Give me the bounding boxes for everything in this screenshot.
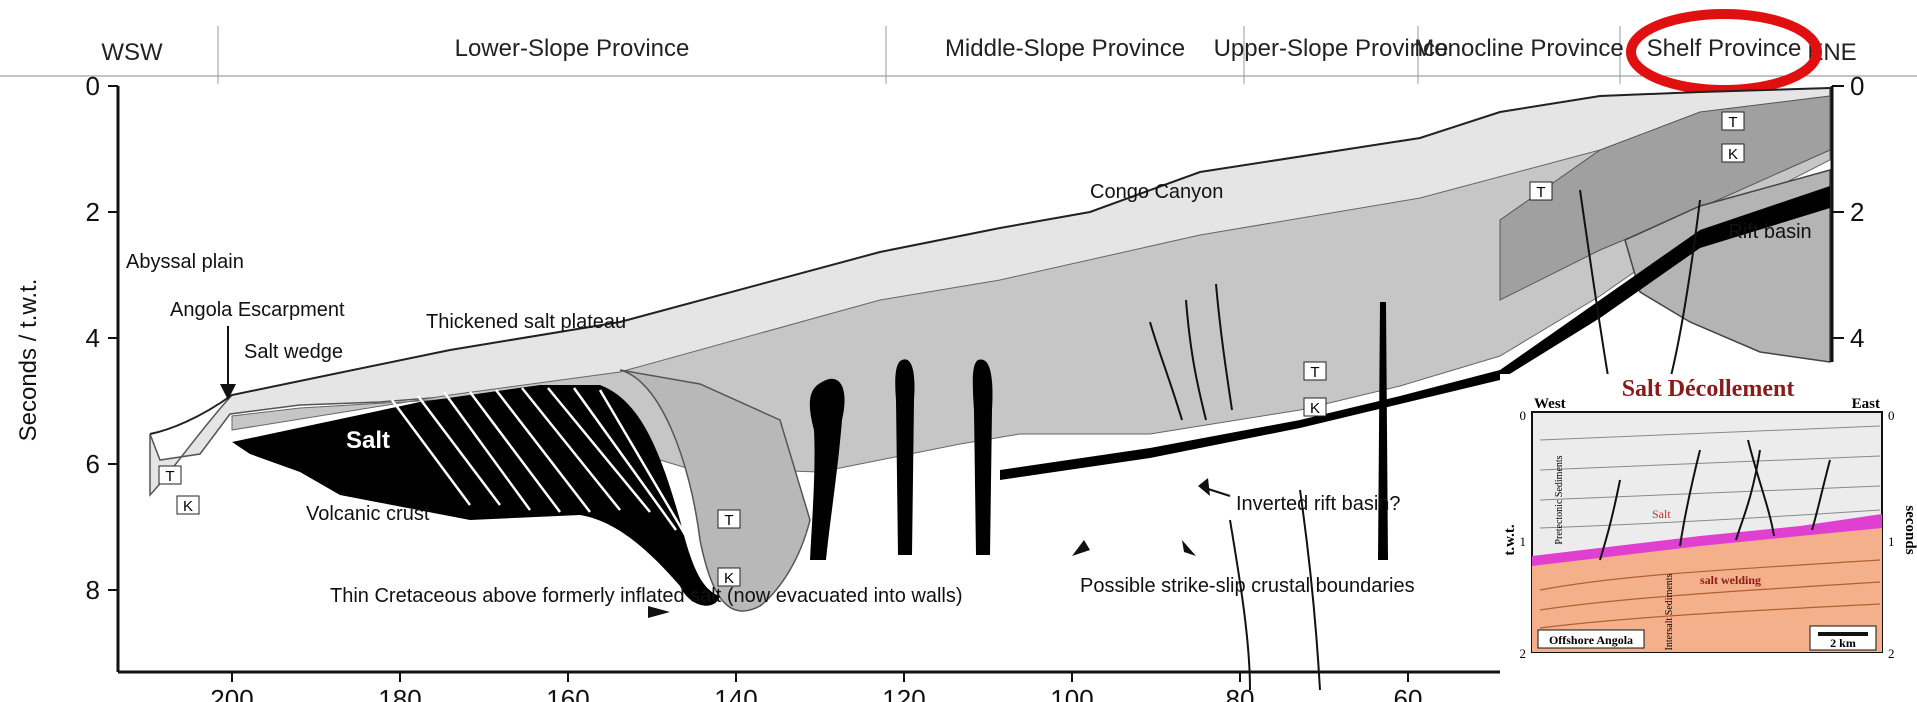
province-header: WSW ENE Lower-Slope Province Middle-Slop… <box>0 9 1917 95</box>
label-thickened-salt-plateau: Thickened salt plateau <box>426 311 626 333</box>
inset-left-axis: t.w.t. <box>1502 524 1518 555</box>
inset-offshore-label: Offshore Angola <box>1549 633 1633 647</box>
label-congo-canyon: Congo Canyon <box>1090 181 1223 203</box>
inset-salt-welding: salt welding <box>1700 573 1761 587</box>
inset-pretectonic: Pretectonic Sediments <box>1554 455 1565 544</box>
inset-right-tick-0: 0 <box>1888 408 1895 423</box>
cross-section <box>149 87 1831 691</box>
x-tick-160: 160 <box>546 684 589 702</box>
label-salt: Salt <box>346 427 390 454</box>
province-monocline: Monocline Province <box>1414 35 1623 62</box>
marker-t-2: T <box>724 512 733 529</box>
label-thin-cretaceous: Thin Cretaceous above formerly inflated … <box>330 585 963 607</box>
inset-right-tick-1: 1 <box>1888 534 1895 549</box>
y-tick-8: 8 <box>86 575 100 605</box>
right-tick-0: 0 <box>1850 71 1864 101</box>
province-lower-slope: Lower-Slope Province <box>455 35 690 62</box>
direction-wsw: WSW <box>101 39 163 66</box>
inset-tick-0: 0 <box>1520 408 1527 423</box>
right-tick-4: 4 <box>1850 323 1864 353</box>
marker-t-1: T <box>165 468 174 485</box>
label-strike-slip: Possible strike-slip crustal boundaries <box>1080 575 1415 597</box>
y-tick-0: 0 <box>86 71 100 101</box>
y-tick-2: 2 <box>86 197 100 227</box>
marker-k-5: K <box>1728 146 1738 163</box>
y-tick-4: 4 <box>86 323 100 353</box>
inset-intersalt: Intersalt Sediments <box>1664 573 1675 650</box>
marker-t-4: T <box>1536 184 1545 201</box>
label-inverted-rift: Inverted rift basin? <box>1236 493 1401 515</box>
label-angola-escarpment: Angola Escarpment <box>170 299 345 321</box>
label-volcanic-crust: Volcanic crust <box>306 503 430 525</box>
x-tick-100: 100 <box>1050 684 1093 702</box>
salt-decollement-inset: Salt Décollement West East t.w.t. second… <box>1500 374 1917 702</box>
marker-k-2: K <box>724 570 734 587</box>
inset-west: West <box>1534 396 1566 412</box>
inset-scale-bar: 2 km <box>1830 636 1856 650</box>
label-abyssal-plain: Abyssal plain <box>126 251 244 273</box>
inset-right-tick-2: 2 <box>1888 646 1895 661</box>
y-tick-6: 6 <box>86 449 100 479</box>
x-tick-60: 60 <box>1394 684 1423 702</box>
inset-tick-1: 1 <box>1520 534 1527 549</box>
inset-title: Salt Décollement <box>1622 376 1795 402</box>
marker-k-3: K <box>1310 400 1320 417</box>
marker-k-1: K <box>183 498 193 515</box>
annotations: Abyssal plain Angola Escarpment Salt wed… <box>126 111 1812 618</box>
x-tick-80: 80 <box>1226 684 1255 702</box>
inset-tick-2: 2 <box>1520 646 1527 661</box>
right-tick-2: 2 <box>1850 197 1864 227</box>
inset-right-axis: seconds <box>1902 505 1917 554</box>
inset-east: East <box>1852 396 1880 412</box>
highlight-circle <box>1626 9 1822 95</box>
province-middle-slope: Middle-Slope Province <box>945 35 1185 62</box>
label-salt-wedge: Salt wedge <box>244 341 343 363</box>
x-tick-200: 200 <box>210 684 253 702</box>
x-tick-140: 140 <box>714 684 757 702</box>
province-upper-slope: Upper-Slope Province <box>1214 35 1449 62</box>
marker-t-5: T <box>1728 114 1737 131</box>
axes: 0 2 4 6 8 0 2 4 Seconds / t.w.t. 200 180… <box>15 71 1864 702</box>
x-tick-180: 180 <box>378 684 421 702</box>
province-shelf: Shelf Province <box>1647 35 1802 62</box>
marker-t-3: T <box>1310 364 1319 381</box>
inset-salt-label: Salt <box>1652 507 1671 521</box>
label-rift-basin: Rift basin <box>1728 221 1811 243</box>
x-tick-120: 120 <box>882 684 925 702</box>
y-axis-label: Seconds / t.w.t. <box>15 279 42 442</box>
